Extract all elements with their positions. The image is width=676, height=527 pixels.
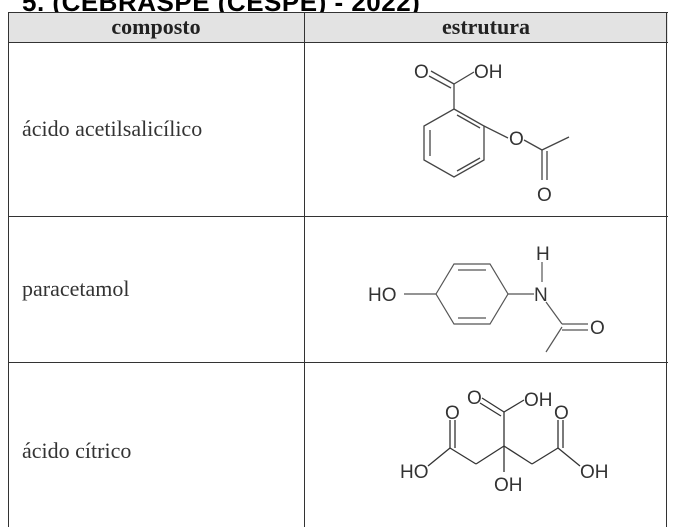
- column-divider: [304, 12, 305, 527]
- citric-label-oh-right: OH: [580, 462, 609, 483]
- compound-name-citric-acid: ácido cítrico: [22, 438, 132, 463]
- aspirin-label-o2: O: [509, 129, 524, 150]
- citric-label-ho-left: HO: [400, 462, 429, 483]
- header-estrutura: estrutura: [442, 14, 530, 39]
- paracetamol-label-n: N: [534, 285, 548, 306]
- citric-label-o-top: O: [467, 388, 482, 409]
- citric-label-o-right: O: [554, 403, 569, 424]
- compound-name-aspirin: ácido acetilsalicílico: [22, 116, 203, 141]
- paracetamol-structure-icon: HO H N O: [368, 244, 605, 353]
- citric-label-o-left: O: [445, 403, 460, 424]
- compounds-table: composto estrutura ácido acetilsalicílic…: [8, 12, 668, 527]
- aspirin-label-o3: O: [537, 185, 552, 206]
- header-composto: composto: [111, 14, 201, 39]
- row-divider-2: [8, 362, 668, 363]
- aspirin-label-oh: OH: [474, 62, 503, 83]
- aspirin-structure-icon: O OH O O: [414, 62, 570, 206]
- paracetamol-label-ho: HO: [368, 285, 397, 306]
- table-left-border: [8, 12, 9, 527]
- citric-label-oh-center: OH: [494, 475, 523, 496]
- citric-label-oh-top: OH: [524, 390, 553, 411]
- citric-acid-structure-icon: O OH O O HO OH OH: [400, 388, 609, 496]
- compound-name-paracetamol: paracetamol: [22, 276, 130, 301]
- paracetamol-label-o: O: [590, 318, 605, 339]
- aspirin-label-o1: O: [414, 62, 429, 83]
- table-top-border: [8, 12, 668, 13]
- table-header-row: composto estrutura: [8, 12, 668, 42]
- paracetamol-label-h: H: [536, 244, 550, 265]
- row-divider-1: [8, 216, 668, 217]
- table-right-border: [666, 12, 667, 527]
- header-divider: [8, 42, 668, 43]
